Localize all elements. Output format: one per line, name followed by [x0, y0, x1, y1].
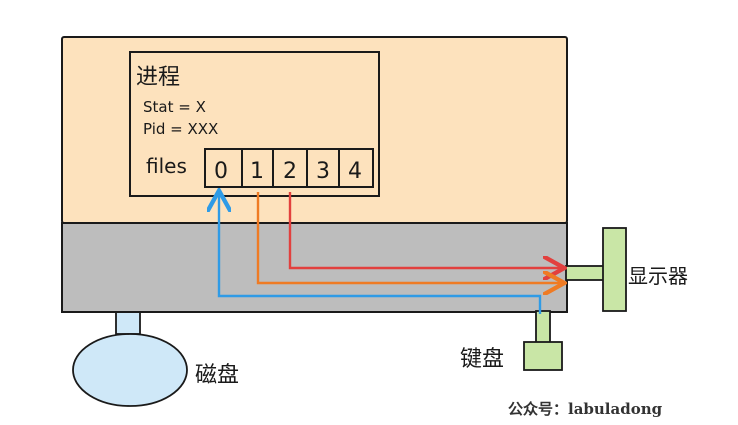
- display-device: [565, 227, 627, 312]
- process-pid: Pid = XXX: [143, 120, 218, 138]
- keyboard-device: [523, 310, 563, 371]
- process-title: 进程: [136, 65, 180, 90]
- fd-cell-3: 3: [316, 159, 330, 184]
- fd-cell-2: 2: [283, 159, 297, 184]
- keyboard-label: 键盘: [460, 347, 504, 372]
- watermark: 公众号：labuladong: [508, 400, 663, 418]
- disk-device: [72, 311, 188, 407]
- fd-cell-4: 4: [348, 159, 362, 184]
- disk-label: 磁盘: [195, 363, 239, 388]
- display-label: 显示器: [628, 264, 688, 288]
- fd2-to-display-arrow: [288, 192, 562, 268]
- fd-cell-0: 0: [214, 159, 228, 184]
- keyboard-to-fd0-arrow: [219, 193, 542, 314]
- files-label: files: [146, 154, 187, 178]
- fd1-to-display-arrow: [256, 192, 562, 283]
- fd-cell-1: 1: [250, 159, 264, 184]
- process-stat: Stat = X: [143, 98, 206, 116]
- fd-table: 0 1 2 3 4: [204, 148, 374, 188]
